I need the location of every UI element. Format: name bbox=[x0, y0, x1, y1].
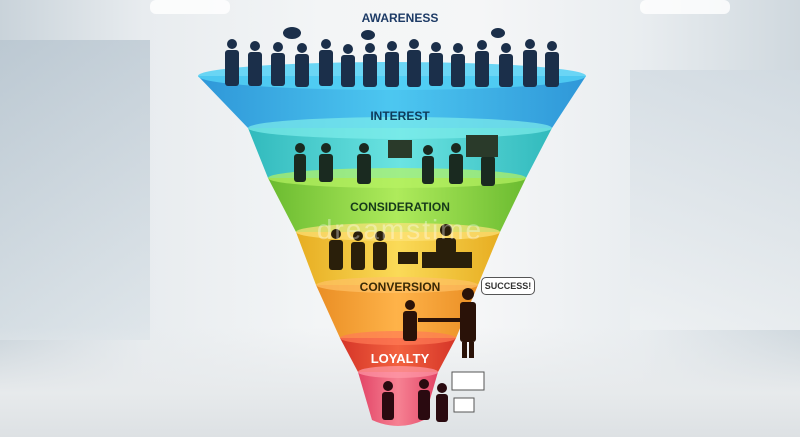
stage-label-loyalty: LOYALTY bbox=[370, 351, 430, 366]
loyalty-silhouettes bbox=[382, 371, 485, 422]
handshake-silhouettes bbox=[403, 288, 476, 358]
band-loyalty bbox=[340, 331, 456, 372]
success-speech-bubble: SUCCESS! bbox=[481, 277, 535, 295]
ceiling-light bbox=[640, 0, 730, 14]
band-conversion-lower bbox=[316, 277, 478, 338]
interest-silhouettes bbox=[294, 135, 498, 186]
window-right bbox=[630, 70, 800, 330]
consideration-silhouettes bbox=[329, 224, 472, 270]
stage-label-consideration: CONSIDERATION bbox=[350, 200, 450, 214]
stage-label-awareness: AWARENESS bbox=[361, 11, 439, 25]
ceiling-light bbox=[150, 0, 230, 14]
watermark: dreamstime bbox=[316, 214, 484, 245]
crowd-silhouettes bbox=[225, 27, 559, 87]
stage-label-conversion: CONVERSION bbox=[359, 280, 441, 294]
window-left bbox=[0, 40, 150, 340]
stage-label-interest: INTEREST bbox=[370, 109, 430, 123]
